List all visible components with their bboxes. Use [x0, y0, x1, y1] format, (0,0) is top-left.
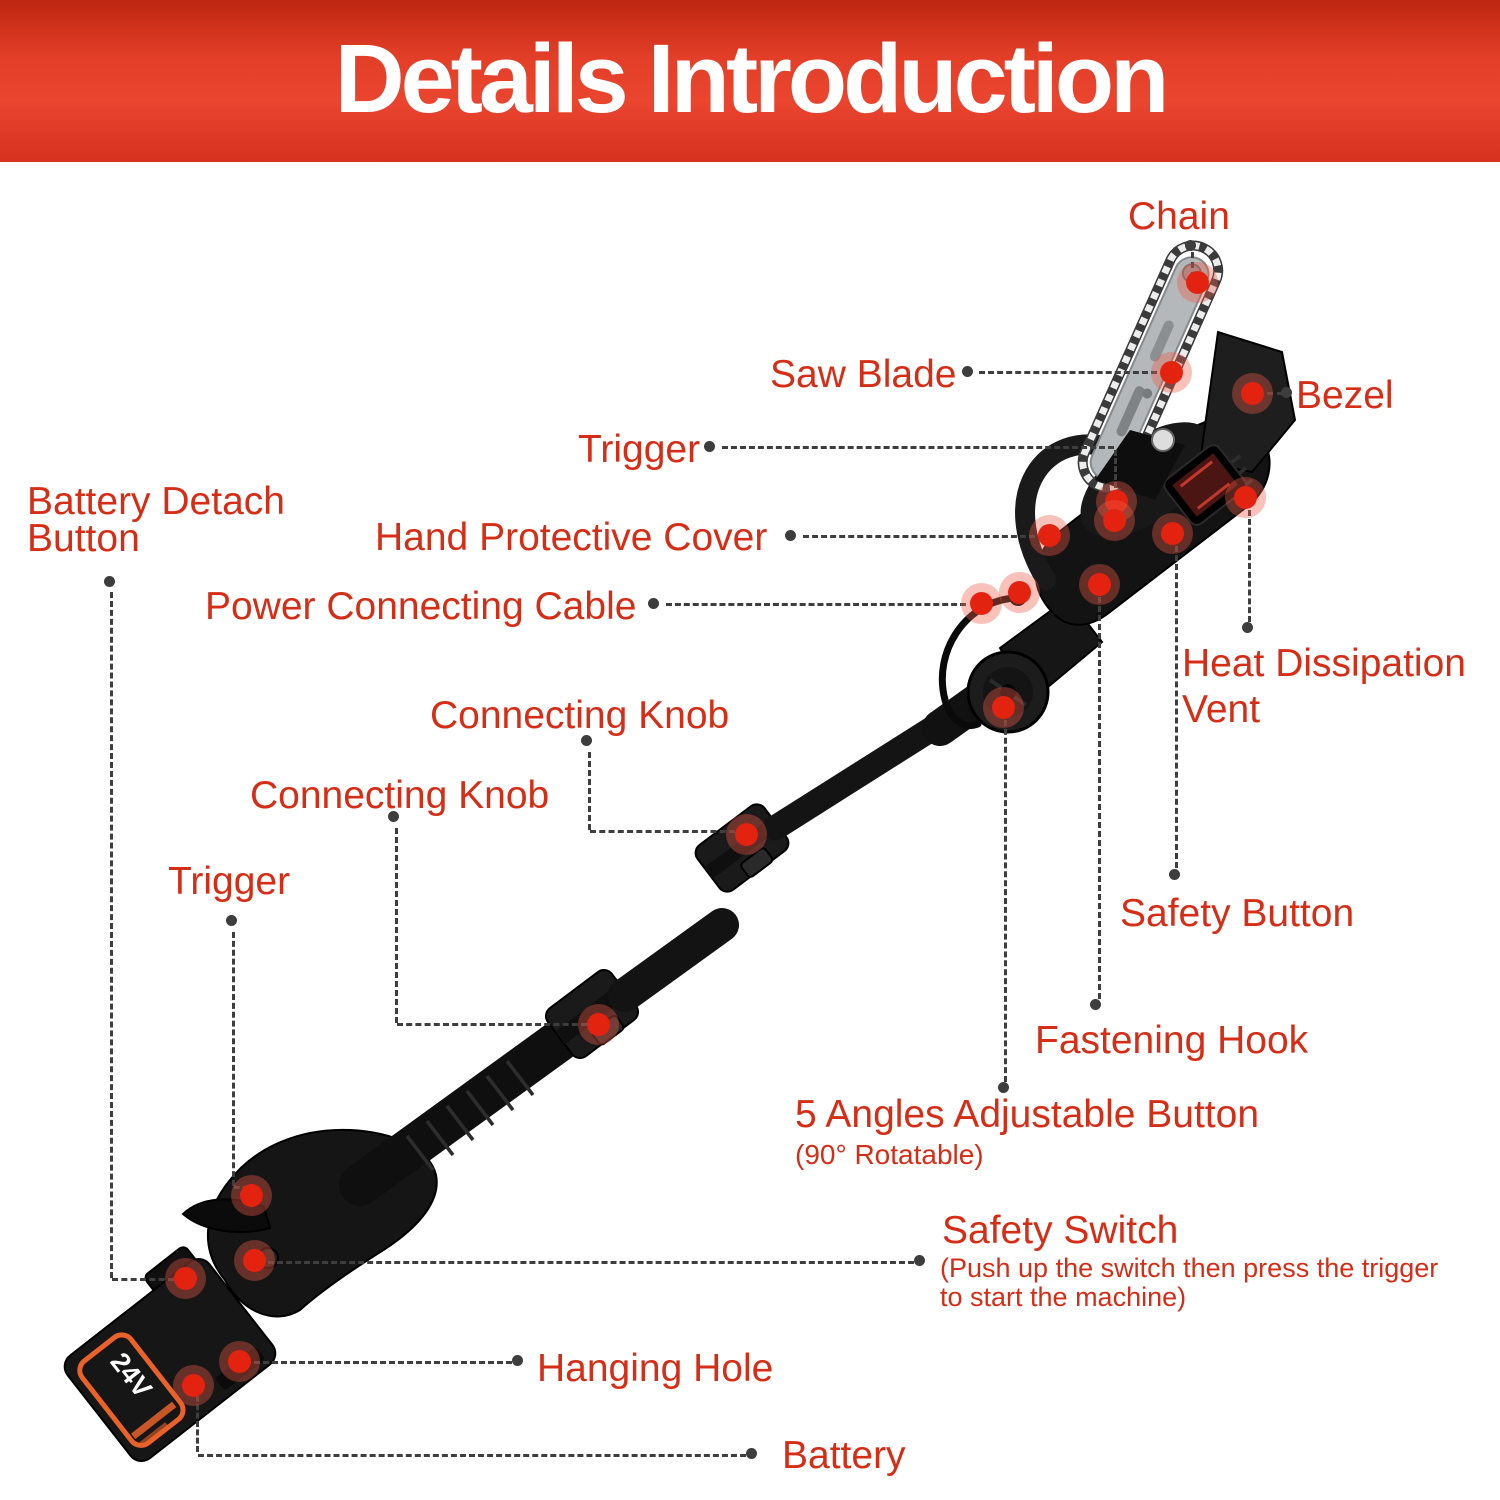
dot-safety-switch — [914, 1255, 925, 1266]
dot-bezel — [1281, 387, 1292, 398]
label-trigger-left: Trigger — [168, 860, 291, 903]
pole-lower-shaft — [339, 1001, 606, 1206]
dot-angles-button — [998, 1082, 1009, 1093]
label-battery-detach-line2: Button — [27, 517, 140, 560]
dot-battery-detach — [104, 576, 115, 587]
marker-hanging-hole — [228, 1350, 251, 1373]
dot-trigger-left — [226, 915, 237, 926]
dot-knob1 — [581, 735, 592, 746]
marker-bezel — [1241, 382, 1264, 405]
marker-knob1 — [735, 823, 758, 846]
label-trigger-top: Trigger — [578, 428, 701, 471]
leader-battery-h — [198, 1454, 746, 1457]
leader-trigger-top-v — [1114, 450, 1117, 496]
dot-battery — [746, 1448, 757, 1459]
marker-angles-button — [992, 696, 1015, 719]
label-angles-button-sub: (90° Rotatable) — [795, 1139, 984, 1170]
label-safety-switch-sub1: (Push up the switch then press the trigg… — [940, 1253, 1439, 1283]
dot-fastening-hook — [1090, 999, 1101, 1010]
marker-battery-detach — [174, 1267, 197, 1290]
dot-saw-blade — [962, 366, 973, 377]
leader-trigger-top-h — [722, 446, 1114, 449]
leader-battery-v — [196, 1396, 199, 1452]
leader-heat-vent — [1248, 510, 1251, 622]
label-safety-switch: Safety Switch — [942, 1209, 1179, 1252]
leader-power-cable — [666, 603, 966, 606]
label-connecting-knob-1: Connecting Knob — [430, 694, 730, 737]
label-hanging-hole: Hanging Hole — [537, 1347, 774, 1390]
leader-battery-detach-h — [112, 1278, 174, 1281]
leader-safety-button — [1175, 546, 1178, 868]
label-hand-protective-cover: Hand Protective Cover — [375, 516, 768, 559]
marker-hand-cover-a — [1038, 524, 1061, 547]
dot-power-cable — [648, 598, 659, 609]
marker-trigger-top — [1105, 490, 1128, 513]
leader-saw-blade — [979, 371, 1157, 374]
marker-battery — [182, 1374, 205, 1397]
leader-hand-cover — [803, 535, 1035, 538]
label-chain: Chain — [1128, 195, 1230, 238]
label-heat-dissipation-line1: Heat Dissipation — [1182, 642, 1466, 685]
marker-power-cable-a — [970, 592, 993, 615]
leader-knob1-h — [590, 830, 735, 833]
leader-angles-button — [1004, 720, 1007, 1082]
dot-knob2 — [388, 811, 399, 822]
marker-power-cable-b — [1008, 581, 1031, 604]
leader-trigger-left-v — [232, 932, 235, 1186]
leader-fastening-hook — [1098, 597, 1101, 999]
marker-trigger-left — [240, 1184, 263, 1207]
label-connecting-knob-2: Connecting Knob — [250, 774, 550, 817]
marker-heat-vent — [1234, 486, 1257, 509]
marker-chain — [1186, 271, 1209, 294]
marker-safety-button — [1161, 522, 1184, 545]
marker-fastening-hook — [1088, 573, 1111, 596]
leader-knob2-h — [397, 1023, 587, 1026]
leader-safety-switch — [268, 1261, 914, 1264]
dot-chain — [1185, 240, 1196, 251]
pole-mid-shaft — [608, 908, 739, 1012]
header-banner: Details Introduction — [0, 0, 1500, 162]
grip-ribs — [405, 1059, 535, 1172]
battery-pack: 24V — [63, 1246, 277, 1462]
label-safety-button: Safety Button — [1120, 892, 1355, 935]
label-battery-detach-line1: Battery Detach — [27, 480, 285, 523]
label-battery: Battery — [782, 1434, 906, 1477]
label-bezel: Bezel — [1296, 374, 1394, 417]
display-screen — [1163, 444, 1247, 526]
marker-knob2 — [587, 1013, 610, 1036]
dot-heat-vent — [1242, 622, 1253, 633]
label-angles-button: 5 Angles Adjustable Button — [795, 1093, 1260, 1136]
leader-knob1-v — [588, 752, 591, 830]
dot-trigger-top — [704, 441, 715, 452]
handle-trigger-lever — [181, 1198, 272, 1233]
dot-hand-cover — [785, 530, 796, 541]
label-heat-dissipation-line2: Vent — [1182, 688, 1261, 731]
label-battery-detach-button: Battery Detach Button — [27, 480, 285, 560]
label-safety-switch-sub: (Push up the switch then press the trigg… — [940, 1253, 1439, 1313]
marker-saw-blade — [1160, 361, 1183, 384]
leader-bezel — [1267, 392, 1283, 395]
marker-safety-switch — [243, 1249, 266, 1272]
leader-trigger-left-h — [234, 1186, 248, 1189]
dot-safety-button — [1169, 869, 1180, 880]
label-fastening-hook: Fastening Hook — [1035, 1019, 1309, 1062]
page-title: Details Introduction — [334, 24, 1170, 133]
label-safety-switch-sub2: to start the machine) — [940, 1282, 1187, 1313]
leader-battery-detach-v — [110, 592, 113, 1278]
blade-bolt — [1151, 428, 1175, 452]
label-power-connecting-cable: Power Connecting Cable — [205, 585, 637, 628]
marker-hand-cover-b — [1103, 509, 1126, 532]
leader-hanging-hole — [254, 1361, 512, 1364]
dot-hanging-hole — [512, 1355, 523, 1366]
label-saw-blade: Saw Blade — [770, 353, 957, 396]
label-heat-dissipation-vent: Heat Dissipation Vent — [1182, 641, 1466, 733]
leader-knob2-v — [395, 828, 398, 1023]
leader-chain — [1191, 252, 1194, 278]
